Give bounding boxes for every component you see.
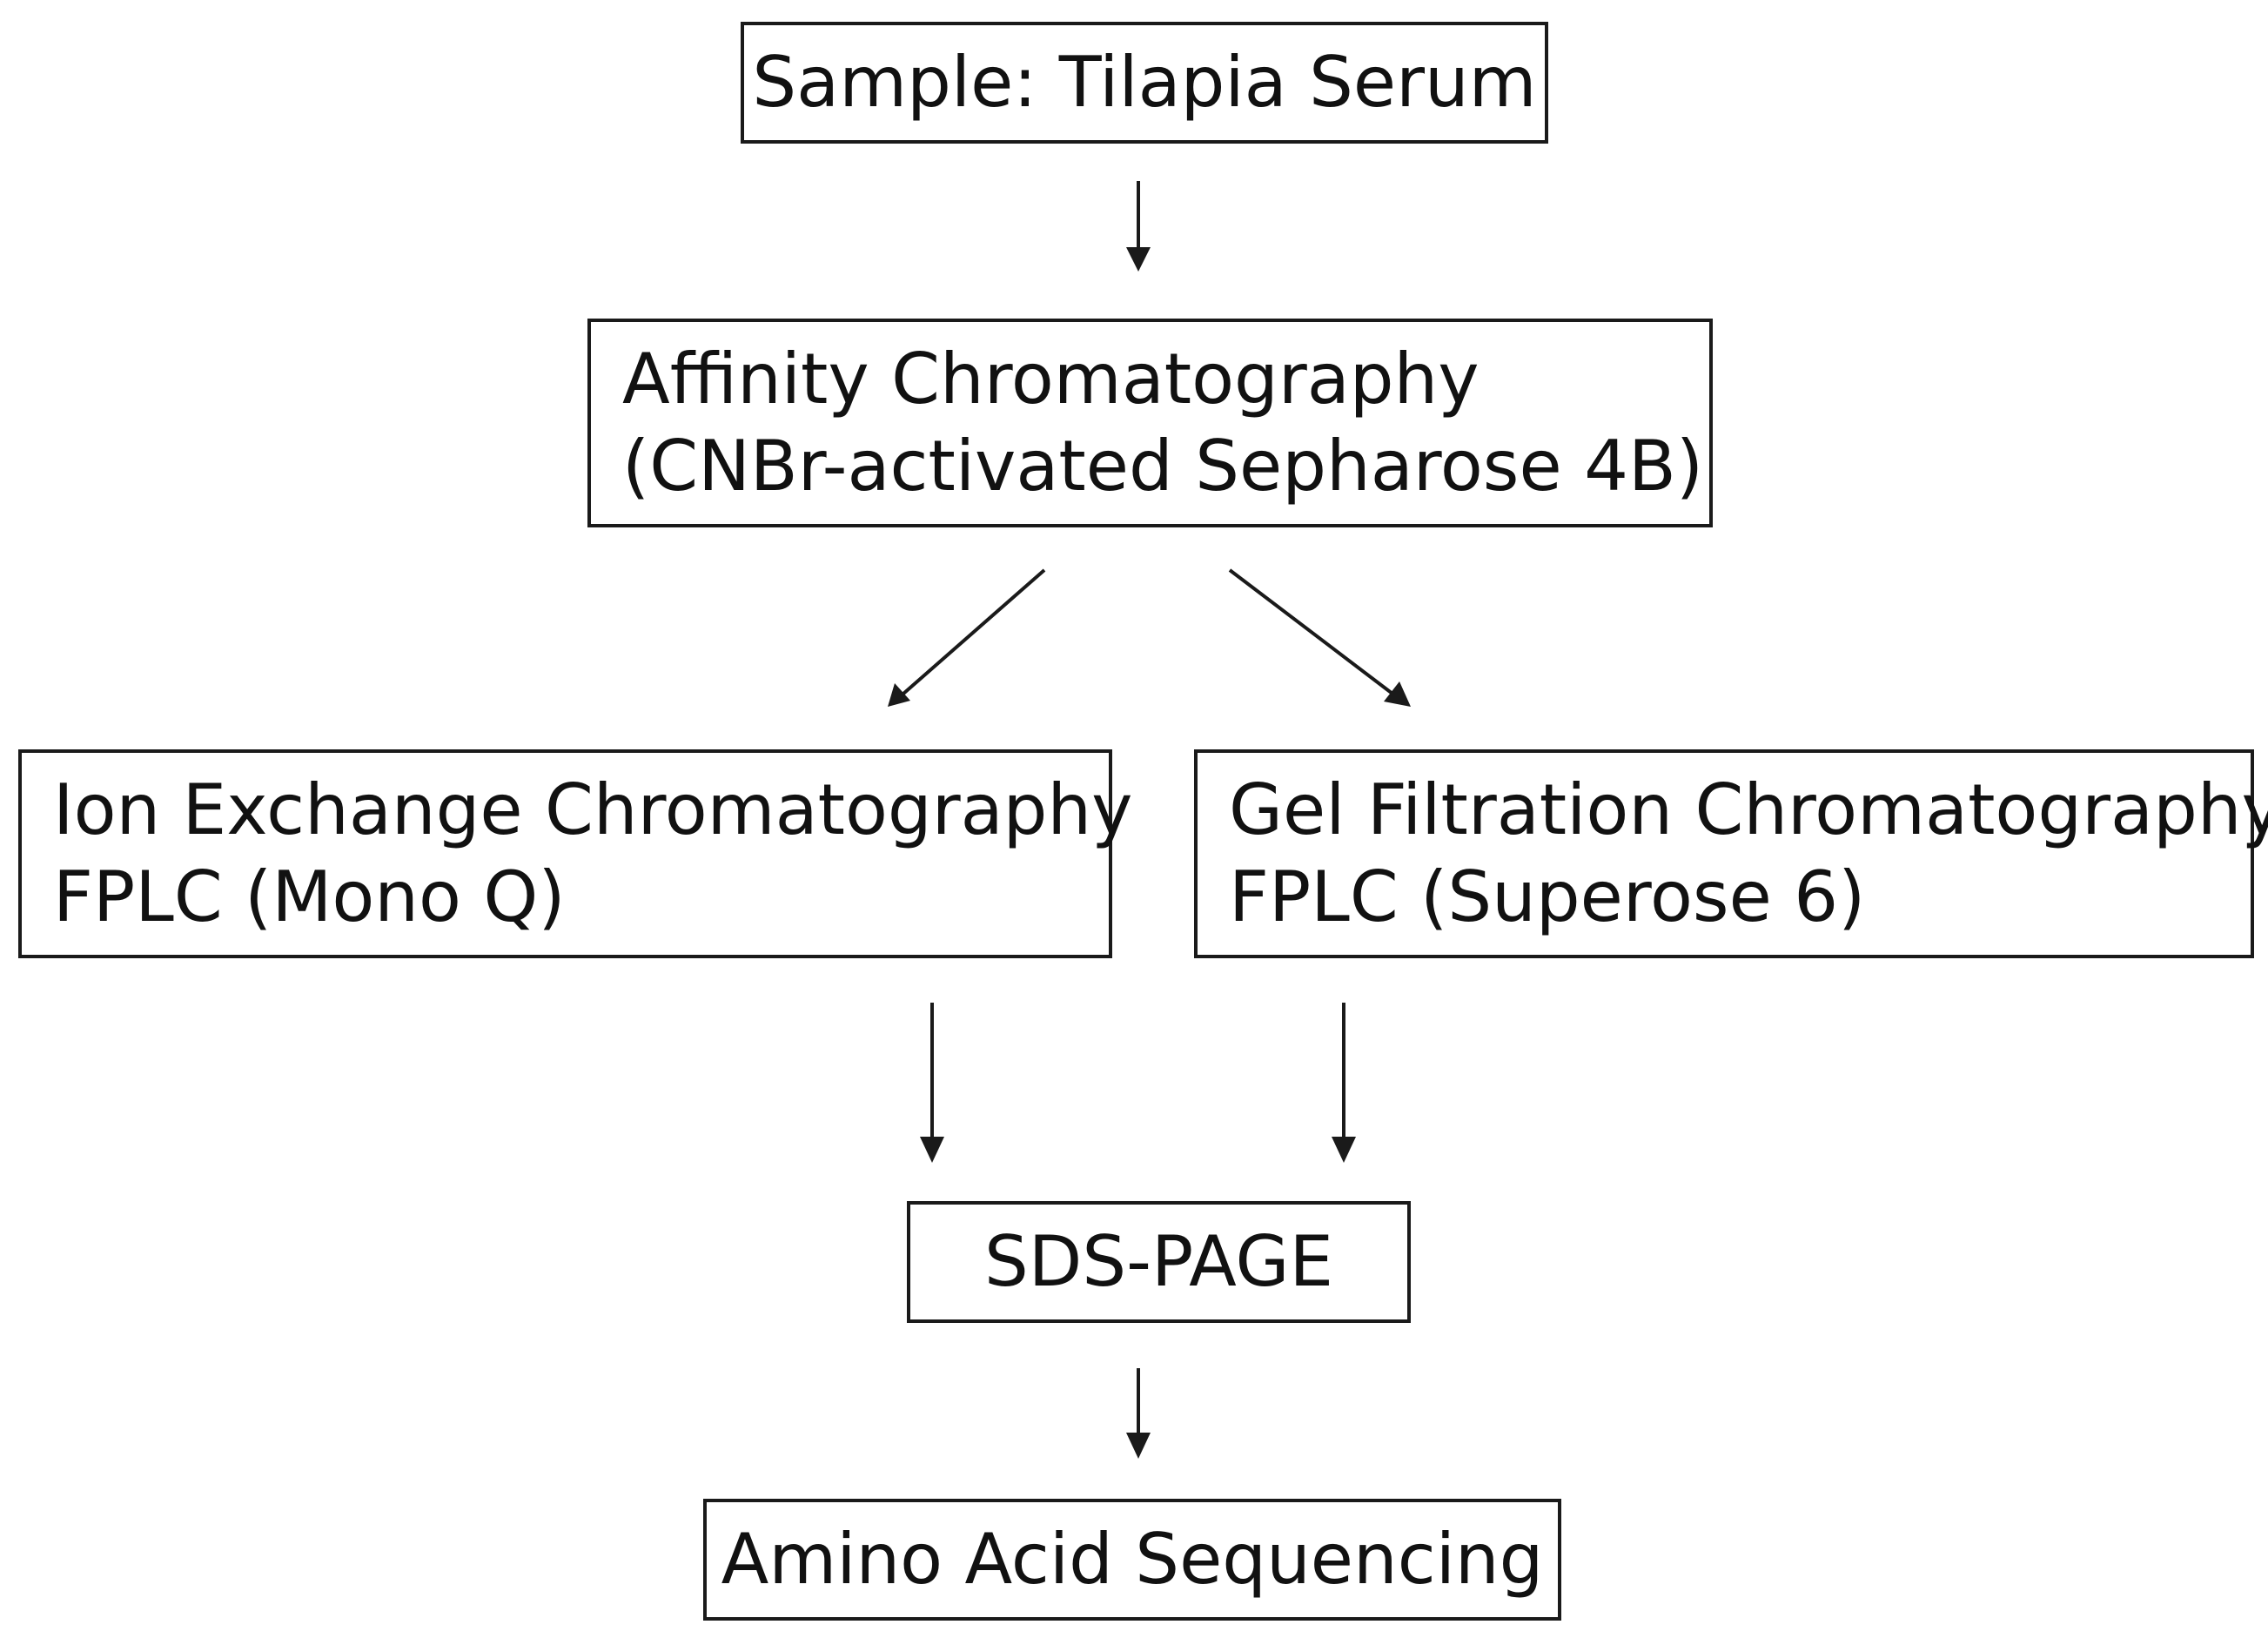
arrowhead-ion-exchange-to-sds-page: [920, 1137, 944, 1163]
gel-filtration-node-subtitle: FPLC (Superose 6): [1229, 856, 1866, 937]
sample-node-label: Sample: Tilapia Serum: [752, 42, 1537, 123]
arrow-affinity-to-ion-exchange: [902, 568, 1046, 695]
amino-acid-sequencing-node: Amino Acid Sequencing: [703, 1499, 1561, 1621]
affinity-node-title: Affinity Chromatography: [622, 339, 1480, 420]
sds-page-node: SDS-PAGE: [907, 1201, 1411, 1323]
gel-filtration-node: Gel Filtration Chromatography FPLC (Supe…: [1194, 749, 2268, 958]
affinity-node-subtitle: (CNBr-activated Sepharose 4B): [622, 426, 1704, 507]
sequencing-node-label: Amino Acid Sequencing: [721, 1519, 1544, 1600]
arrowhead-sds-page-to-sequencing: [1126, 1433, 1151, 1459]
affinity-chromatography-node: Affinity Chromatography (CNBr-activated …: [587, 319, 1713, 527]
arrowhead-sample-to-affinity: [1126, 247, 1151, 272]
arrow-affinity-to-gel-filtration: [1228, 568, 1394, 695]
ion-exchange-node: Ion Exchange Chromatography FPLC (Mono Q…: [18, 749, 1133, 958]
sample-node: Sample: Tilapia Serum: [741, 22, 1548, 144]
ion-exchange-node-subtitle: FPLC (Mono Q): [53, 856, 566, 937]
sds-page-node-label: SDS-PAGE: [983, 1221, 1333, 1302]
arrowhead-gel-filtration-to-sds-page: [1332, 1137, 1356, 1163]
arrowhead-affinity-to-ion-exchange: [888, 683, 910, 707]
arrowhead-affinity-to-gel-filtration: [1384, 681, 1411, 707]
gel-filtration-node-title: Gel Filtration Chromatography: [1229, 769, 2268, 850]
ion-exchange-node-title: Ion Exchange Chromatography: [53, 769, 1133, 850]
